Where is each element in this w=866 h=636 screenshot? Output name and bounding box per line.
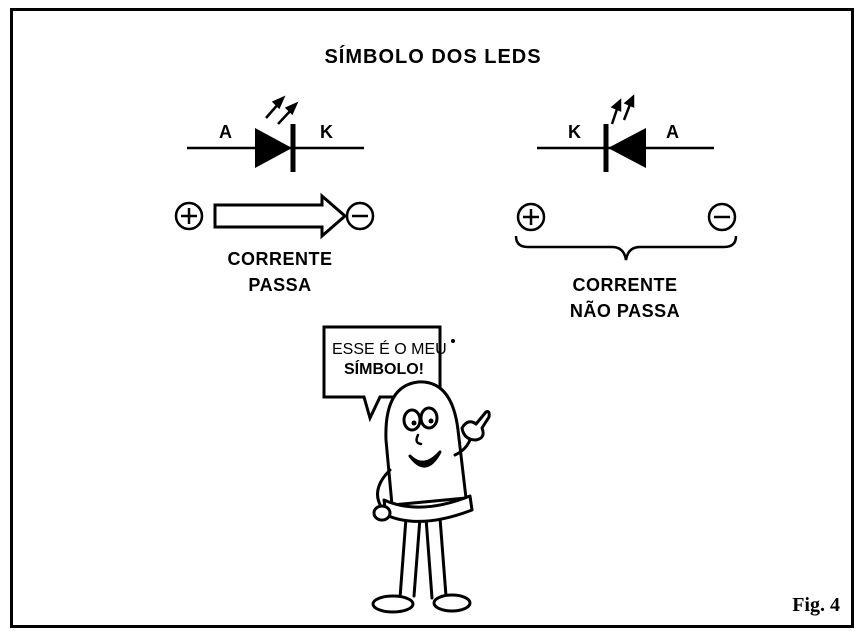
light-arrows-icon	[610, 94, 635, 125]
speech-line2: SÍMBOLO!	[344, 361, 424, 378]
reverse-plus-icon	[516, 202, 546, 232]
reverse-anode-label: A	[666, 122, 679, 142]
reverse-caption: CORRENTE NÃO PASSA	[520, 272, 730, 324]
reverse-led-symbol	[537, 94, 714, 172]
diode-triangle	[608, 128, 646, 168]
dot	[451, 339, 455, 343]
forward-minus-icon	[345, 201, 375, 231]
diagram-title: SÍMBOLO DOS LEDS	[324, 46, 542, 68]
forward-led-symbol	[187, 95, 364, 172]
brace	[514, 235, 738, 261]
led-character-icon	[371, 380, 491, 614]
forward-plus-icon	[174, 201, 204, 231]
reverse-minus-icon	[707, 202, 737, 232]
forward-caption-line2: PASSA	[248, 275, 312, 295]
forward-anode-label: A	[219, 122, 232, 142]
figure-frame	[10, 8, 854, 628]
light-arrows-icon	[265, 95, 299, 125]
current-arrow	[213, 192, 348, 240]
reverse-caption-line2: NÃO PASSA	[569, 301, 681, 321]
diode-triangle	[255, 128, 292, 168]
forward-caption: CORRENTE PASSA	[190, 246, 370, 298]
figure-label: Fig. 4	[792, 594, 840, 616]
forward-cathode-label: K	[320, 122, 333, 142]
speech-text: ESSE É O MEU SÍMBOLO!	[332, 340, 447, 380]
reverse-cathode-label: K	[568, 122, 581, 142]
reverse-caption-line1: CORRENTE	[572, 275, 678, 295]
forward-caption-line1: CORRENTE	[227, 249, 333, 269]
speech-line1: ESSE É O MEU	[332, 341, 447, 358]
